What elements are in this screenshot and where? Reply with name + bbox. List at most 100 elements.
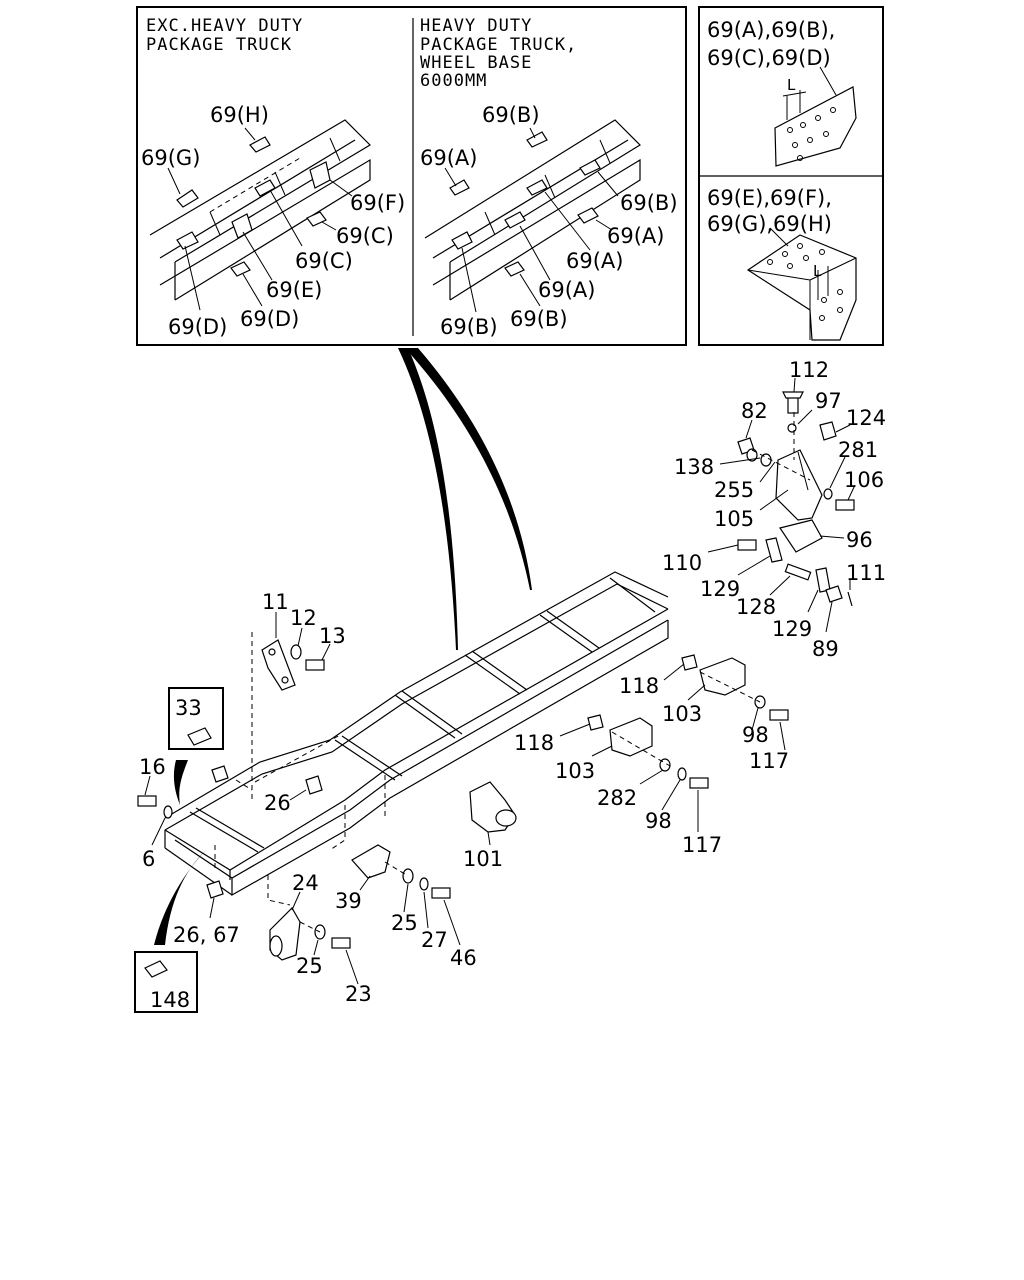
callout-118-a: 118 xyxy=(619,674,659,698)
bracket-69d-b xyxy=(230,261,251,277)
callout-112: 112 xyxy=(789,358,829,382)
left-caption-line-2: PACKAGE TRUCK xyxy=(146,35,292,55)
detail-top-caption-1: 69(A),69(B), xyxy=(707,18,835,42)
inset-panel-variants xyxy=(136,6,687,346)
callout-110: 110 xyxy=(662,551,702,575)
callout-124: 124 xyxy=(846,406,886,430)
washer-6 xyxy=(163,805,173,819)
mount-101 xyxy=(469,781,517,846)
dimension-l-top: L xyxy=(787,76,796,94)
washer-97 xyxy=(787,423,797,433)
callout-105: 105 xyxy=(714,507,754,531)
callout-r-69b-bottom: 69(B) xyxy=(510,307,568,331)
dimension-l-bottom: L xyxy=(813,262,822,280)
callout-148: 148 xyxy=(150,988,190,1012)
bracket-r-69a-right xyxy=(577,207,599,224)
bracket-r-69b-right xyxy=(579,159,601,176)
bracket-11 xyxy=(261,639,296,691)
nut-118-b xyxy=(587,714,604,731)
nut-89 xyxy=(825,585,843,603)
callout-129-b: 129 xyxy=(772,617,812,641)
bracket-r-69a-left xyxy=(449,179,470,196)
callout-82: 82 xyxy=(741,399,768,423)
clip-33 xyxy=(187,727,212,746)
right-caption-line-1: HEAVY DUTY xyxy=(420,16,532,36)
nut-26-a xyxy=(211,765,229,783)
nut-118-a xyxy=(681,654,698,671)
washer-25-a xyxy=(402,868,414,884)
washer-12 xyxy=(290,644,302,660)
callout-282: 282 xyxy=(597,786,637,810)
left-caption-line-1: EXC.HEAVY DUTY xyxy=(146,16,303,36)
callout-13: 13 xyxy=(319,624,346,648)
pin-111 xyxy=(847,591,853,607)
callout-69h: 69(H) xyxy=(210,103,269,127)
bracket-69h xyxy=(249,136,271,153)
callout-23: 23 xyxy=(345,982,372,1006)
callout-12: 12 xyxy=(290,606,317,630)
callout-16: 16 xyxy=(139,755,166,779)
fitting-124 xyxy=(819,421,837,441)
inset-pointer-curves xyxy=(154,348,532,945)
callout-118-b: 118 xyxy=(514,731,554,755)
callout-26-67: 26, 67 xyxy=(173,923,240,947)
bracket-r-69a-low xyxy=(504,211,526,229)
washer-98-b xyxy=(677,767,687,781)
callout-128: 128 xyxy=(736,595,776,619)
callout-69g: 69(G) xyxy=(141,146,200,170)
right-caption-line-4: 6000MM xyxy=(420,71,487,91)
detail-box-148 xyxy=(134,951,198,1013)
callout-25-b: 25 xyxy=(296,954,323,978)
bolt-117-a xyxy=(769,709,789,721)
left-inset-frame xyxy=(149,119,371,311)
detail-box-33 xyxy=(168,687,224,750)
upper-right-assembly xyxy=(707,377,856,633)
bracket-r-69b-top xyxy=(526,131,548,148)
detail-bracket-efgh xyxy=(746,227,857,341)
callout-69d-a: 69(D) xyxy=(168,315,227,339)
bolt-117-b xyxy=(689,777,709,789)
callout-138: 138 xyxy=(674,455,714,479)
right-caption-line-3: WHEEL BASE xyxy=(420,53,532,73)
callout-24: 24 xyxy=(292,871,319,895)
callout-39: 39 xyxy=(335,889,362,913)
front-left-hardware xyxy=(137,765,323,919)
bracket-69e xyxy=(231,213,253,239)
callout-46: 46 xyxy=(450,946,477,970)
callout-117-b: 117 xyxy=(682,833,722,857)
callout-r-69a-mid: 69(A) xyxy=(566,249,623,273)
bracket-69g xyxy=(176,189,199,208)
pin-128 xyxy=(784,563,812,581)
callout-117-a: 117 xyxy=(749,749,789,773)
callout-26: 26 xyxy=(264,791,291,815)
callout-69d-b: 69(D) xyxy=(240,307,299,331)
callout-106: 106 xyxy=(844,468,884,492)
bracket-39 xyxy=(351,844,391,879)
bracket-r-69b-bottom xyxy=(504,261,525,277)
plate-129-a xyxy=(765,537,783,563)
bolt-106 xyxy=(835,499,855,511)
nut-26-67 xyxy=(206,880,224,899)
callout-89: 89 xyxy=(812,637,839,661)
callout-129-a: 129 xyxy=(700,577,740,601)
chassis-frame xyxy=(164,571,669,906)
callout-97: 97 xyxy=(815,389,842,413)
washer-138 xyxy=(746,448,758,462)
block-96 xyxy=(779,519,823,553)
bracket-69c-b xyxy=(306,211,327,227)
bracket-69c-a xyxy=(254,179,276,197)
callout-103-a: 103 xyxy=(662,702,702,726)
right-caption-line-2: PACKAGE TRUCK, xyxy=(420,35,577,55)
callout-6: 6 xyxy=(142,847,155,871)
bracket-103-b xyxy=(609,717,653,757)
clip-148 xyxy=(144,960,168,978)
callout-11: 11 xyxy=(262,590,289,614)
bracket-group-11 xyxy=(235,612,331,800)
callout-255: 255 xyxy=(714,478,754,502)
washer-27 xyxy=(419,877,429,891)
detail-plate-abcd xyxy=(774,66,857,167)
callout-69c-b: 69(C) xyxy=(295,249,353,273)
callout-69f: 69(F) xyxy=(350,191,405,215)
plate-129-b xyxy=(815,567,831,593)
